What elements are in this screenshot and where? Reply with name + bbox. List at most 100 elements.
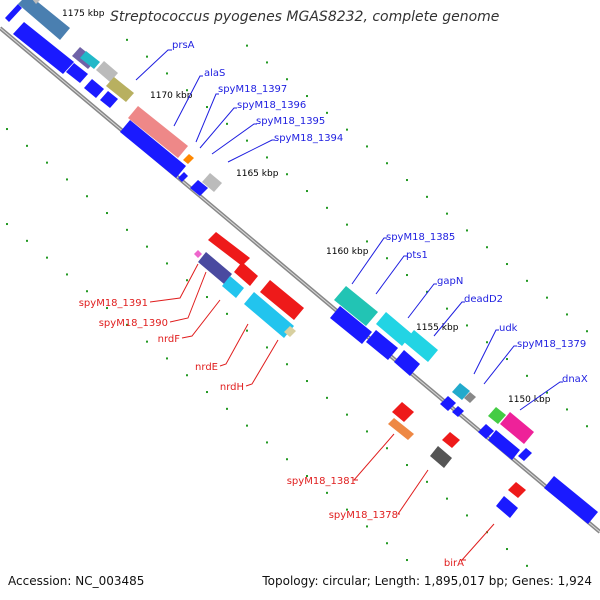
- tick-dot: [406, 559, 408, 562]
- tick-dot: [466, 229, 468, 232]
- gene-feature[interactable]: [284, 326, 296, 337]
- tick-dot: [366, 145, 368, 148]
- gene-feature[interactable]: [518, 448, 532, 461]
- gene-feature[interactable]: [452, 383, 470, 400]
- gene-label-alaS[interactable]: alaS: [204, 68, 225, 79]
- gene-feature[interactable]: [464, 392, 476, 403]
- gene-feature[interactable]: [366, 330, 398, 360]
- gene-label-spyM18-1395[interactable]: spyM18_1395: [256, 116, 325, 127]
- gene-feature[interactable]: [496, 496, 518, 518]
- gene-label-spyM18-1394[interactable]: spyM18_1394: [274, 133, 343, 144]
- gene-feature[interactable]: [222, 276, 244, 298]
- gene-feature[interactable]: [260, 280, 304, 320]
- gene-feature[interactable]: [388, 418, 414, 440]
- tick-dot: [406, 464, 408, 467]
- gene-label-spyM18-1379[interactable]: spyM18_1379: [517, 339, 586, 350]
- tick-dot: [506, 358, 508, 361]
- tick-dot: [146, 55, 148, 58]
- gene-feature[interactable]: [96, 61, 118, 82]
- gene-label-spyM18-1385[interactable]: spyM18_1385: [386, 232, 455, 243]
- ruler-label-1160: 1160 kbp: [326, 247, 369, 257]
- gene-feature[interactable]: [392, 402, 414, 422]
- gene-label-birA[interactable]: birA: [444, 558, 464, 569]
- gene-label-spyM18-1397[interactable]: spyM18_1397: [218, 84, 287, 95]
- gene-feature[interactable]: [170, 166, 180, 176]
- gene-feature[interactable]: [18, 0, 70, 40]
- gene-feature[interactable]: [120, 120, 186, 178]
- tick-dot: [286, 173, 288, 176]
- tick-dot: [166, 262, 168, 265]
- map-title: Streptococcus pyogenes MGAS8232, complet…: [110, 9, 500, 25]
- tick-dot: [66, 273, 68, 276]
- gene-feature[interactable]: [440, 396, 456, 411]
- gene-feature[interactable]: [244, 292, 294, 338]
- gene-feature[interactable]: [488, 407, 506, 424]
- gene-feature[interactable]: [500, 412, 534, 444]
- tick-dot: [346, 413, 348, 416]
- ruler-label-1155: 1155 kbp: [416, 323, 459, 333]
- gene-feature[interactable]: [202, 173, 222, 192]
- gene-feature[interactable]: [544, 476, 598, 524]
- gene-feature[interactable]: [13, 22, 74, 74]
- gene-label-deadD2[interactable]: deadD2: [464, 294, 503, 305]
- gene-feature[interactable]: [478, 424, 494, 439]
- tick-dot: [26, 239, 28, 242]
- tick-dot: [506, 263, 508, 266]
- gene-feature[interactable]: [100, 91, 118, 108]
- tick-dot: [186, 89, 188, 92]
- tick-dot: [406, 274, 408, 277]
- gene-feature[interactable]: [430, 446, 452, 468]
- gene-feature[interactable]: [334, 286, 378, 326]
- gene-feature[interactable]: [194, 250, 202, 258]
- gene-feature[interactable]: [5, 4, 22, 22]
- gene-feature[interactable]: [198, 252, 232, 284]
- tick-dot: [246, 424, 248, 427]
- gene-label-nrdF[interactable]: nrdF: [158, 334, 181, 345]
- gene-feature[interactable]: [208, 232, 250, 266]
- gene-label-pts1[interactable]: pts1: [406, 250, 428, 261]
- ruler-label-1150: 1150 kbp: [508, 395, 551, 405]
- gene-feature[interactable]: [234, 262, 258, 286]
- tick-dot: [306, 95, 308, 98]
- gene-feature[interactable]: [190, 180, 208, 196]
- tick-dot: [446, 212, 448, 215]
- gene-feature[interactable]: [442, 432, 460, 448]
- gene-label-nrdH[interactable]: nrdH: [220, 382, 244, 393]
- gene-label-gapN[interactable]: gapN: [437, 276, 463, 287]
- tick-dot: [6, 128, 8, 131]
- tick-dot: [346, 508, 348, 511]
- gene-feature[interactable]: [330, 306, 372, 344]
- tick-dot: [326, 206, 328, 209]
- gene-label-nrdE[interactable]: nrdE: [195, 362, 218, 373]
- leader-lines: [135, 49, 563, 561]
- gene-feature[interactable]: [66, 63, 88, 83]
- gene-feature[interactable]: [80, 51, 100, 69]
- gene-label-spyM18-1391[interactable]: spyM18_1391: [79, 298, 148, 309]
- gene-label-spyM18-1378[interactable]: spyM18_1378: [329, 510, 398, 521]
- gene-feature[interactable]: [488, 430, 520, 460]
- tick-dot: [366, 430, 368, 433]
- ruler-label-1175: 1175 kbp: [62, 9, 105, 19]
- gene-feature[interactable]: [28, 0, 44, 4]
- tick-dot: [246, 329, 248, 332]
- gene-label-spyM18-1381[interactable]: spyM18_1381: [287, 476, 356, 487]
- gene-feature[interactable]: [452, 406, 464, 417]
- gene-label-spyM18-1396[interactable]: spyM18_1396: [237, 100, 306, 111]
- gene-feature[interactable]: [128, 106, 188, 158]
- gene-label-udk[interactable]: udk: [499, 323, 518, 334]
- gene-feature[interactable]: [404, 330, 438, 362]
- tick-dot: [426, 480, 428, 483]
- gene-feature[interactable]: [508, 482, 526, 498]
- gene-feature[interactable]: [84, 79, 104, 98]
- reverse-gene-labels: spyM18_1391 spyM18_1390 nrdF nrdE nrdH s…: [79, 298, 464, 569]
- gene-feature[interactable]: [376, 312, 412, 346]
- gene-feature[interactable]: [106, 77, 134, 102]
- gene-label-spyM18-1390[interactable]: spyM18_1390: [99, 318, 168, 329]
- gene-label-dnaX[interactable]: dnaX: [562, 374, 588, 385]
- gene-feature[interactable]: [183, 154, 194, 164]
- gene-feature[interactable]: [178, 172, 188, 182]
- gene-feature[interactable]: [394, 350, 420, 376]
- gene-label-prsA[interactable]: prsA: [172, 40, 195, 51]
- tick-dot: [206, 106, 208, 109]
